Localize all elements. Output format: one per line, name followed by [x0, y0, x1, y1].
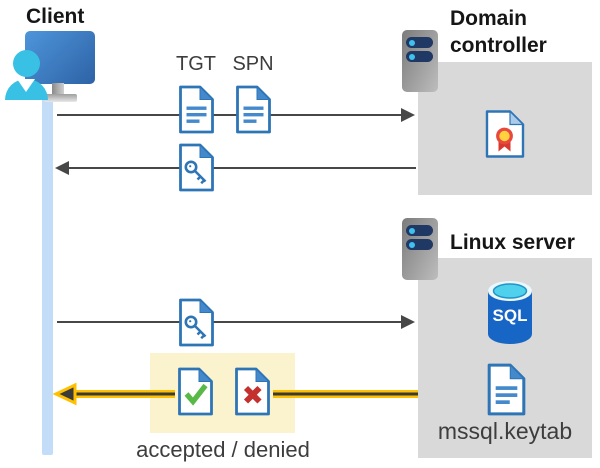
server-led: [409, 39, 415, 46]
message3-line: [57, 321, 404, 323]
keytab-document-icon: [487, 363, 526, 416]
message3-arrowhead-right: [401, 315, 415, 329]
domain-controller-label-line1: Domain: [450, 7, 528, 30]
person-icon: [13, 50, 40, 77]
sql-database-icon: SQL: [488, 281, 532, 344]
tgt-label: TGT: [176, 53, 216, 75]
server-icon: [402, 218, 438, 280]
result-arrowhead-left: [53, 382, 77, 406]
message1-line: [57, 114, 404, 116]
key-document-icon: [179, 298, 214, 347]
server-icon: [402, 30, 438, 92]
server-led: [409, 227, 415, 234]
accepted-document-icon: [178, 367, 213, 416]
spn-document-icon: [236, 85, 271, 134]
certificate-document-icon: [485, 110, 525, 158]
server-drive-slot: [406, 37, 433, 48]
client-lifeline: [42, 94, 53, 455]
tgt-document-icon: [179, 85, 214, 134]
domain-controller-label-line2: controller: [450, 34, 547, 57]
monitor-stand: [52, 83, 64, 95]
person-body-icon: [5, 79, 48, 100]
linux-server-label: Linux server: [450, 231, 575, 254]
spn-label: SPN: [232, 53, 274, 75]
key-document-icon: [179, 143, 214, 192]
sql-badge-text: SQL: [493, 306, 528, 325]
result-arrow-shaft-left: [71, 390, 175, 398]
result-arrow-shaft-right: [273, 390, 418, 398]
result-caption: accepted / denied: [136, 437, 310, 462]
server-drive-slot: [406, 239, 433, 250]
message2-arrowhead-left: [55, 161, 69, 175]
server-drive-slot: [406, 225, 433, 236]
server-led: [409, 241, 415, 248]
monitor-stand-base: [44, 94, 77, 102]
message1-arrowhead-right: [401, 108, 415, 122]
client-label: Client: [26, 5, 85, 28]
server-led: [409, 53, 415, 60]
server-drive-slot: [406, 51, 433, 62]
denied-document-icon: [235, 367, 270, 416]
keytab-filename: mssql.keytab: [437, 418, 573, 444]
message2-line: [68, 167, 416, 169]
domain-controller-label: Domain controller: [450, 5, 547, 59]
